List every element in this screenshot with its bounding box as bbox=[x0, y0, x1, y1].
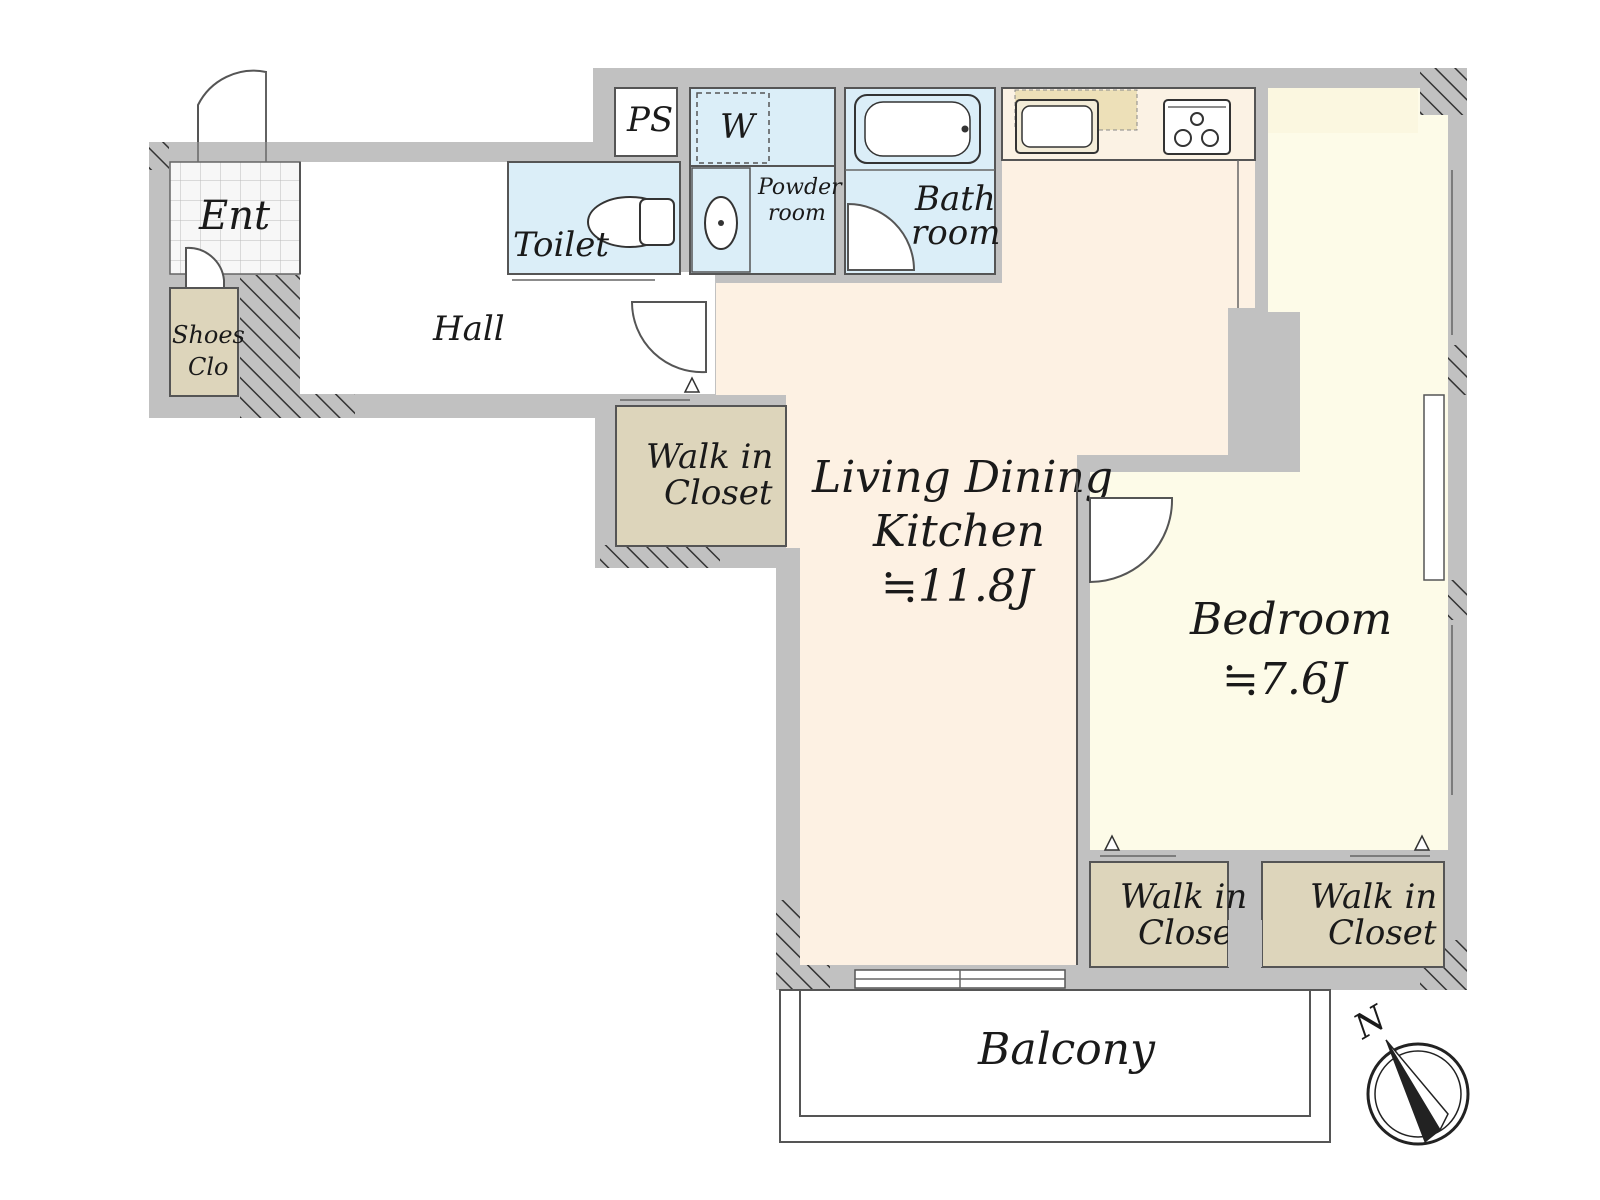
balcony-label: Balcony bbox=[977, 1024, 1156, 1075]
toilet-room: Toilet bbox=[507, 161, 681, 281]
shoes-closet-label-1: Shoes bbox=[172, 321, 245, 349]
bathroom-door[interactable] bbox=[847, 202, 916, 271]
bedroom-door[interactable] bbox=[1089, 497, 1174, 584]
entrance-label: Ent bbox=[198, 193, 271, 239]
entrance: Ent bbox=[169, 69, 301, 275]
floors bbox=[300, 88, 1448, 965]
powder-room-label-2: room bbox=[768, 201, 826, 226]
ldk: Living Dining Kitchen ≒11.8J bbox=[811, 452, 1113, 612]
shoes-closet-label-2: Clo bbox=[188, 353, 229, 381]
wic-bed-right-label-1: Walk in bbox=[1310, 877, 1437, 917]
bedroom: Bedroom ≒7.6J bbox=[1076, 160, 1453, 965]
wic-hall-label-1: Walk in bbox=[646, 437, 773, 477]
shoes-closet-door[interactable] bbox=[185, 246, 225, 289]
ps-label: PS bbox=[626, 100, 673, 140]
kitchen-counter bbox=[1001, 87, 1256, 161]
washer-label: W bbox=[720, 107, 758, 147]
bedroom-label: Bedroom bbox=[1189, 594, 1392, 645]
bathroom-label-1: Bath bbox=[914, 179, 996, 219]
ldk-label-2: Kitchen bbox=[872, 506, 1045, 557]
powder-room: Powder room bbox=[689, 165, 843, 275]
hall-walk-in-closet: Walk in Closet bbox=[615, 301, 787, 547]
toilet-tank-icon bbox=[639, 198, 675, 246]
balcony-window bbox=[854, 969, 1066, 989]
wic-bed-left-label-1: Walk in bbox=[1120, 877, 1247, 917]
bedroom-area-label: ≒7.6J bbox=[1222, 654, 1349, 705]
bathroom-label-2: room bbox=[911, 213, 1000, 253]
bedroom-walk-in-closet-left: Walk in Closet bbox=[1089, 834, 1247, 968]
wic-hall-label-2: Closet bbox=[664, 473, 773, 513]
hall-label: Hall bbox=[432, 309, 505, 349]
bathroom: Bath room bbox=[844, 87, 1000, 275]
balcony: Balcony bbox=[779, 989, 1331, 1143]
hall-closet-door[interactable] bbox=[630, 301, 707, 374]
ldk-label-1: Living Dining bbox=[811, 452, 1113, 503]
ldk-floor bbox=[716, 88, 1255, 965]
pipe-space: PS bbox=[614, 87, 678, 157]
powder-room-label-1: Powder bbox=[757, 175, 843, 200]
washer-area: W bbox=[689, 87, 836, 167]
bedroom-floor bbox=[1090, 88, 1448, 850]
bedroom-walk-in-closet-right: Walk in Closet bbox=[1228, 834, 1445, 968]
entrance-door[interactable] bbox=[197, 69, 267, 142]
stove-icon bbox=[1163, 99, 1231, 155]
wic-bed-right-label-2: Closet bbox=[1328, 913, 1437, 953]
toilet-label: Toilet bbox=[513, 225, 609, 265]
compass: N bbox=[1347, 997, 1470, 1146]
shoes-closet: Shoes Clo bbox=[169, 246, 245, 397]
ldk-area-label: ≒11.8J bbox=[881, 561, 1036, 612]
